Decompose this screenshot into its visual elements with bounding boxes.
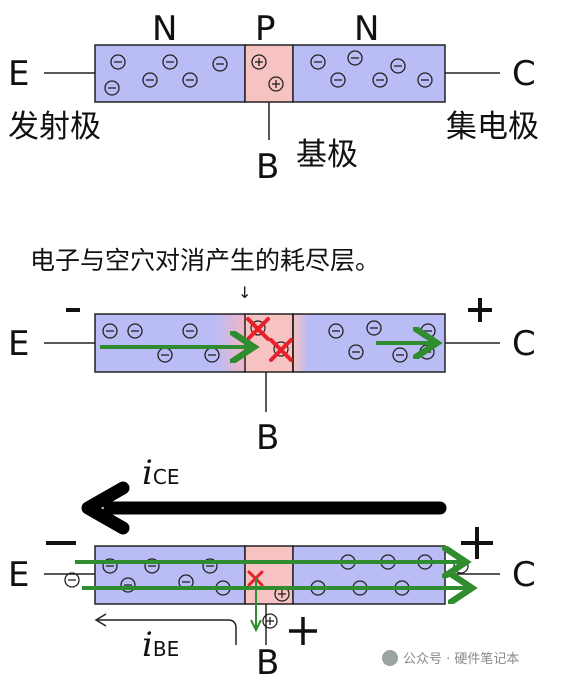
collector-terminal-label: C bbox=[512, 54, 536, 94]
depletion-left-2 bbox=[215, 315, 245, 371]
plus-sign-3 bbox=[461, 527, 493, 559]
n-region-left bbox=[94, 44, 246, 103]
plus-sign-2 bbox=[468, 298, 492, 322]
ibe-current-arrow bbox=[98, 619, 237, 645]
hole-group-p1 bbox=[251, 54, 284, 92]
base-plus-sign-3 bbox=[289, 617, 317, 645]
panel2-transistor bbox=[44, 298, 500, 412]
base-terminal-label-2: B bbox=[256, 418, 280, 458]
p-region bbox=[244, 44, 294, 103]
region-n-right-label: N bbox=[354, 9, 380, 49]
panel1-transistor bbox=[44, 44, 500, 140]
emitter-terminal-label-3: E bbox=[8, 555, 30, 595]
watermark: 公众号 · 硬件笔记本 bbox=[382, 648, 519, 667]
emitter-terminal-label-2: E bbox=[8, 324, 30, 364]
emitter-label: 发射极 bbox=[8, 109, 101, 145]
collector-terminal-label-2: C bbox=[512, 324, 536, 364]
region-n-left-label: N bbox=[152, 9, 178, 49]
electron-group-p2 bbox=[102, 320, 436, 363]
depletion-caption: 电子与空穴对消产生的耗尽层。 bbox=[30, 246, 381, 275]
base-terminal-label-3: B bbox=[256, 643, 280, 683]
panel3-transistor bbox=[44, 481, 500, 645]
watermark-text: 公众号 · 硬件笔记本 bbox=[403, 652, 520, 667]
base-label: 基极 bbox=[296, 137, 358, 173]
depletion-right-2b bbox=[294, 315, 308, 371]
wechat-icon bbox=[382, 649, 398, 666]
collector-label: 集电极 bbox=[446, 109, 539, 145]
annihilation-crosses bbox=[246, 317, 293, 362]
electron-group-p1-right bbox=[310, 50, 433, 88]
electron-group-p1-left bbox=[104, 54, 228, 96]
emitter-terminal-label: E bbox=[8, 54, 30, 94]
depletion-pointer-icon: ↓ bbox=[238, 283, 252, 302]
base-terminal-label: B bbox=[256, 147, 280, 187]
region-p-label: P bbox=[255, 9, 276, 49]
ibe-label: iBE bbox=[142, 625, 180, 665]
collector-terminal-label-3: C bbox=[512, 555, 536, 595]
ice-label: iCE bbox=[142, 453, 180, 493]
